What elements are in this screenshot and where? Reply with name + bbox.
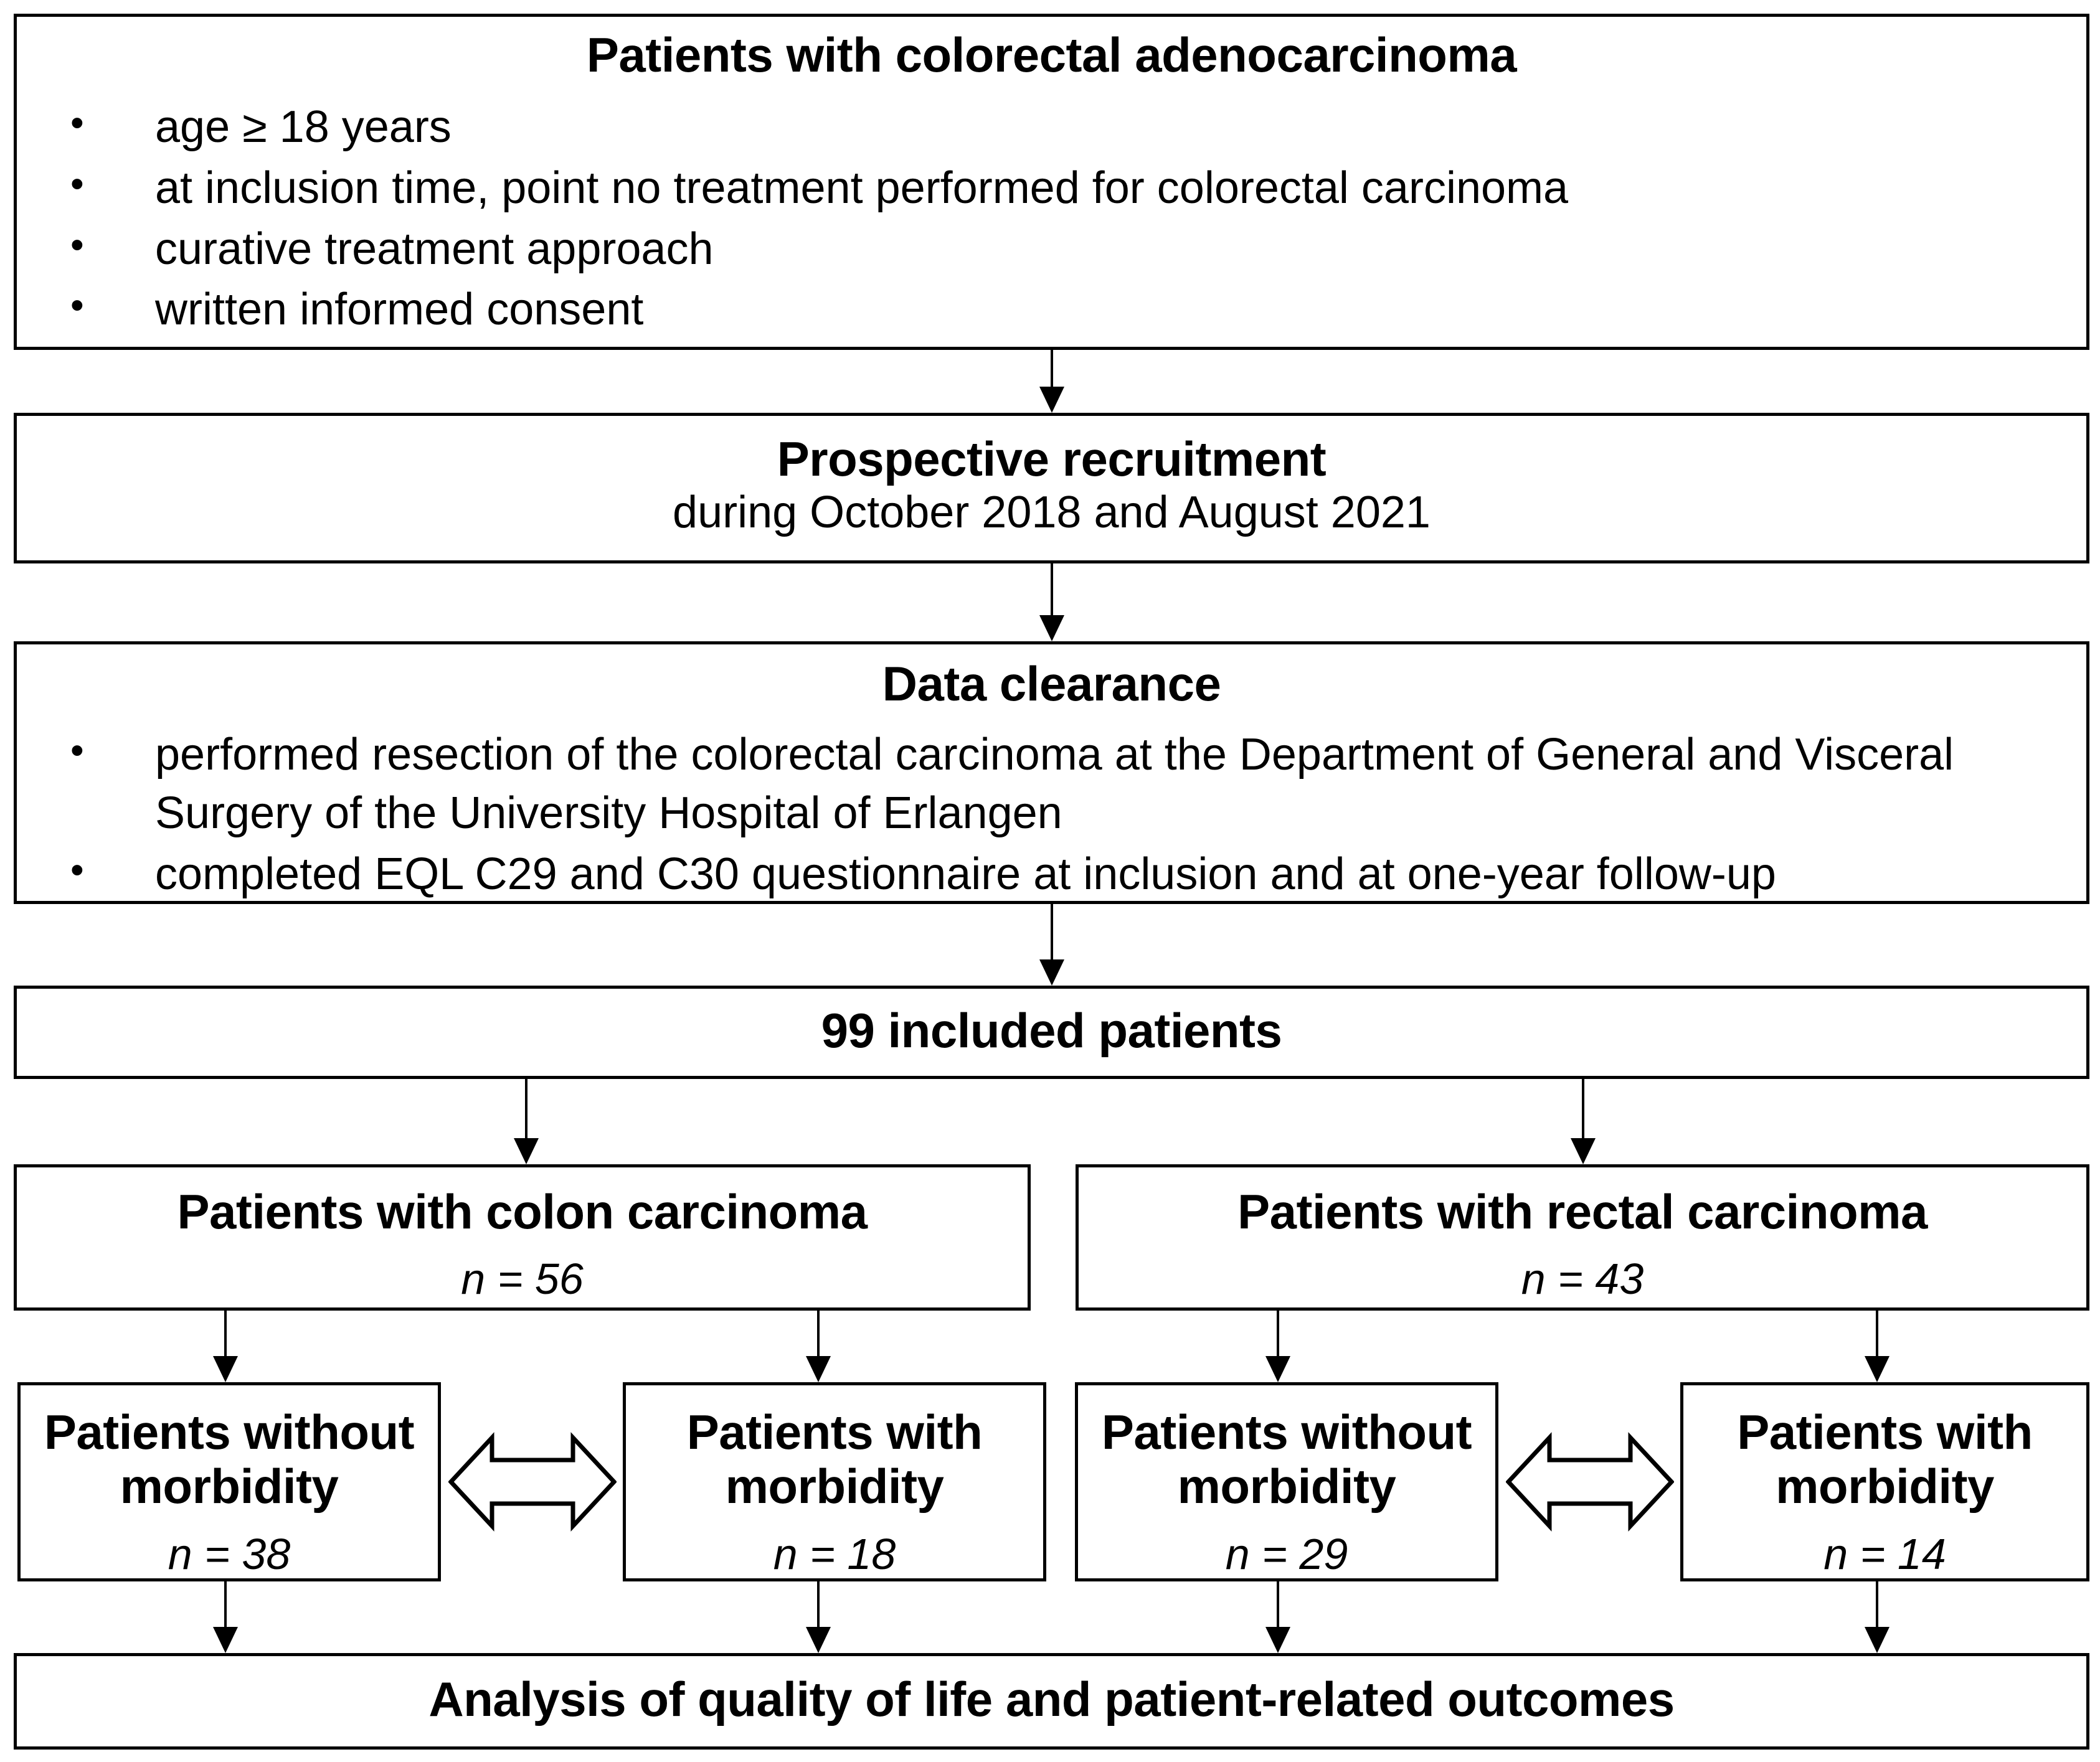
connector-stem [1051,904,1053,961]
connector-stem [1051,350,1053,389]
list-item: written informed consent [42,278,2061,339]
colon-without-morbidity-title-line2: morbidity [120,1459,339,1514]
recruitment-subtitle: during October 2018 and August 2021 [673,488,1431,538]
connector-included-to-colon [514,1079,539,1164]
colon-without-morbidity-count: n = 38 [168,1529,291,1578]
connector-stem [817,1311,820,1358]
arrow-head-icon [514,1138,539,1164]
box-data-clearance: Data clearance performed resection of th… [14,641,2089,904]
colon-carcinoma-title: Patients with colon carcinoma [177,1184,868,1239]
data-clearance-title: Data clearance [882,656,1221,711]
colon-with-morbidity-count: n = 18 [773,1529,896,1578]
connector-stem [1277,1311,1279,1358]
rectal-without-morbidity-title-line1: Patients without [1101,1405,1472,1459]
arrow-head-icon [1865,1627,1890,1653]
box-rectal-carcinoma: Patients with rectal carcinoma n = 43 [1076,1164,2089,1311]
arrow-head-icon [806,1627,831,1653]
list-item: at inclusion time, point no treatment pe… [42,157,2061,218]
list-item: performed resection of the colorectal ca… [42,723,2061,842]
connector-stem [224,1311,227,1358]
eligibility-bullet-list: age ≥ 18 years at inclusion time, point … [42,96,2061,339]
connector-recruitment-to-data-clearance [1039,563,1064,641]
rectal-without-morbidity-count: n = 29 [1225,1529,1348,1578]
connector-rectal-with-to-analysis [1865,1581,1890,1653]
box-colon-with-morbidity: Patients with morbidity n = 18 [623,1382,1046,1581]
arrow-head-icon [213,1627,238,1653]
connector-stem [224,1581,227,1629]
box-colon-without-morbidity: Patients without morbidity n = 38 [17,1382,441,1581]
arrow-head-icon [1865,1356,1890,1382]
rectal-carcinoma-title: Patients with rectal carcinoma [1237,1184,1927,1239]
connector-colon-to-without-morbidity [213,1311,238,1382]
rectal-carcinoma-count: n = 43 [1521,1255,1644,1304]
connector-data-clearance-to-included [1039,904,1064,986]
analysis-title: Analysis of quality of life and patient-… [428,1672,1675,1727]
rectal-with-morbidity-title-line1: Patients with [1737,1405,2033,1459]
connector-rectal-without-to-analysis [1265,1581,1290,1653]
connector-stem [525,1079,527,1140]
connector-included-to-rectal [1571,1079,1596,1164]
colon-with-morbidity-title-line2: morbidity [725,1459,944,1514]
arrow-head-icon [213,1356,238,1382]
connector-stem [817,1581,820,1629]
connector-stem [1876,1311,1878,1358]
connector-stem [1582,1079,1584,1140]
connector-colon-with-to-analysis [806,1581,831,1653]
box-analysis: Analysis of quality of life and patient-… [14,1653,2089,1750]
box-included-patients: 99 included patients [14,986,2089,1079]
rectal-with-morbidity-count: n = 14 [1823,1529,1946,1578]
included-patients-title: 99 included patients [821,1003,1282,1058]
connector-rectal-to-without-morbidity [1265,1311,1290,1382]
box-eligibility: Patients with colorectal adenocarcinoma … [14,14,2089,350]
list-item: completed EQL C29 and C30 questionnaire … [42,843,2061,904]
rectal-with-morbidity-title-line2: morbidity [1776,1459,1994,1514]
bidirectional-arrow-icon-colon [448,1428,617,1537]
recruitment-title: Prospective recruitment [777,431,1327,486]
connector-colon-to-with-morbidity [806,1311,831,1382]
eligibility-title: Patients with colorectal adenocarcinoma [586,27,1517,82]
rectal-without-morbidity-title-line2: morbidity [1177,1459,1396,1514]
box-colon-carcinoma: Patients with colon carcinoma n = 56 [14,1164,1031,1311]
colon-carcinoma-count: n = 56 [461,1255,584,1304]
connector-eligibility-to-recruitment [1039,350,1064,413]
data-clearance-bullet-list: performed resection of the colorectal ca… [42,723,2061,904]
colon-with-morbidity-title-line1: Patients with [686,1405,983,1459]
connector-stem [1277,1581,1279,1629]
list-item: curative treatment approach [42,218,2061,279]
connector-stem [1876,1581,1878,1629]
arrow-head-icon [806,1356,831,1382]
box-rectal-without-morbidity: Patients without morbidity n = 29 [1075,1382,1498,1581]
list-item: age ≥ 18 years [42,96,2061,157]
box-rectal-with-morbidity: Patients with morbidity n = 14 [1680,1382,2089,1581]
box-recruitment: Prospective recruitment during October 2… [14,413,2089,563]
arrow-head-icon [1571,1138,1596,1164]
arrow-head-icon [1265,1356,1290,1382]
bidirectional-arrow-icon-rectal [1506,1428,1674,1537]
arrow-head-icon [1039,959,1064,986]
connector-colon-without-to-analysis [213,1581,238,1653]
colon-without-morbidity-title-line1: Patients without [44,1405,415,1459]
connector-rectal-to-with-morbidity [1865,1311,1890,1382]
connector-stem [1051,563,1053,617]
arrow-head-icon [1265,1627,1290,1653]
arrow-head-icon [1039,387,1064,413]
arrow-head-icon [1039,615,1064,641]
